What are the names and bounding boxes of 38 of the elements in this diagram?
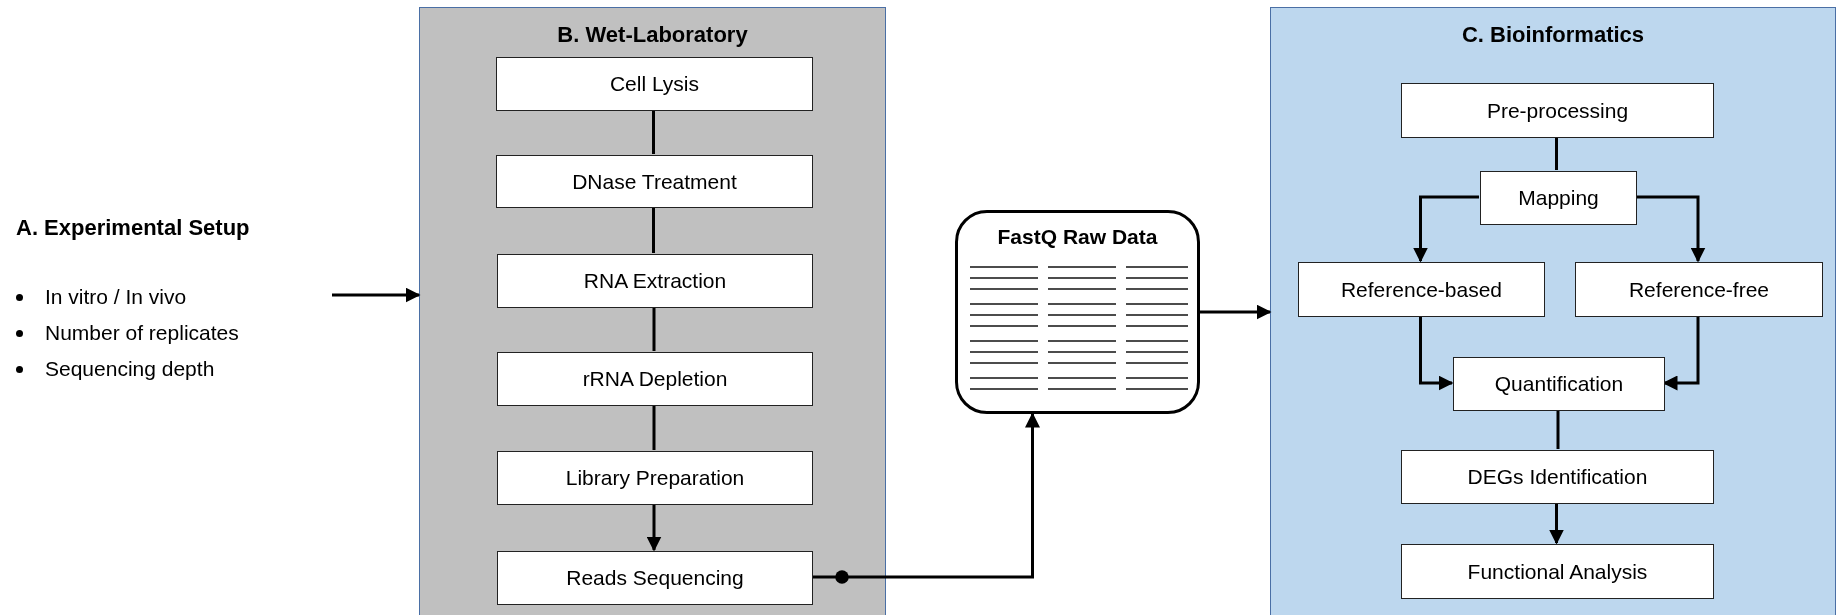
process-box: DNase Treatment (496, 155, 813, 208)
arrow (1662, 316, 1700, 391)
process-box: Reads Sequencing (497, 551, 813, 605)
process-box: RNA Extraction (497, 254, 813, 308)
data-file-box (955, 210, 1200, 414)
process-box: Pre-processing (1401, 83, 1714, 138)
bullet-item: In vitro / In vivo (16, 285, 187, 309)
connector-line (1555, 137, 1558, 170)
section-title: C. Bioinformatics (1460, 22, 1646, 48)
process-box: rRNA Depletion (497, 352, 813, 406)
process-box: Reference-based (1298, 262, 1545, 317)
process-box: Mapping (1480, 171, 1637, 225)
connector-line (1556, 410, 1560, 449)
connector-line (652, 207, 655, 253)
process-box: DEGs Identification (1401, 450, 1714, 504)
arrow (646, 504, 662, 552)
connector-line (652, 307, 656, 351)
arrow (1636, 195, 1706, 263)
bullet-item: Sequencing depth (16, 357, 215, 381)
arrow (1549, 503, 1564, 545)
section-title: B. Wet-Laboratory (556, 22, 749, 48)
section-panel (419, 7, 886, 615)
arrow (332, 287, 421, 303)
bullet-item: Number of replicates (16, 321, 239, 345)
file-title: FastQ Raw Data (996, 225, 1159, 249)
arrow (812, 412, 1040, 584)
connector-line (652, 405, 656, 450)
section-panel (1270, 7, 1836, 615)
process-box: Functional Analysis (1401, 544, 1714, 599)
arrow (1419, 316, 1454, 391)
connector-line (652, 110, 655, 154)
arrow (1200, 304, 1272, 320)
process-box: Quantification (1453, 357, 1665, 411)
process-box: Reference-free (1575, 262, 1823, 317)
arrow (1413, 195, 1479, 263)
process-box: Cell Lysis (496, 57, 813, 111)
process-box: Library Preparation (497, 451, 813, 505)
section-heading: A. Experimental Setup (16, 215, 250, 241)
